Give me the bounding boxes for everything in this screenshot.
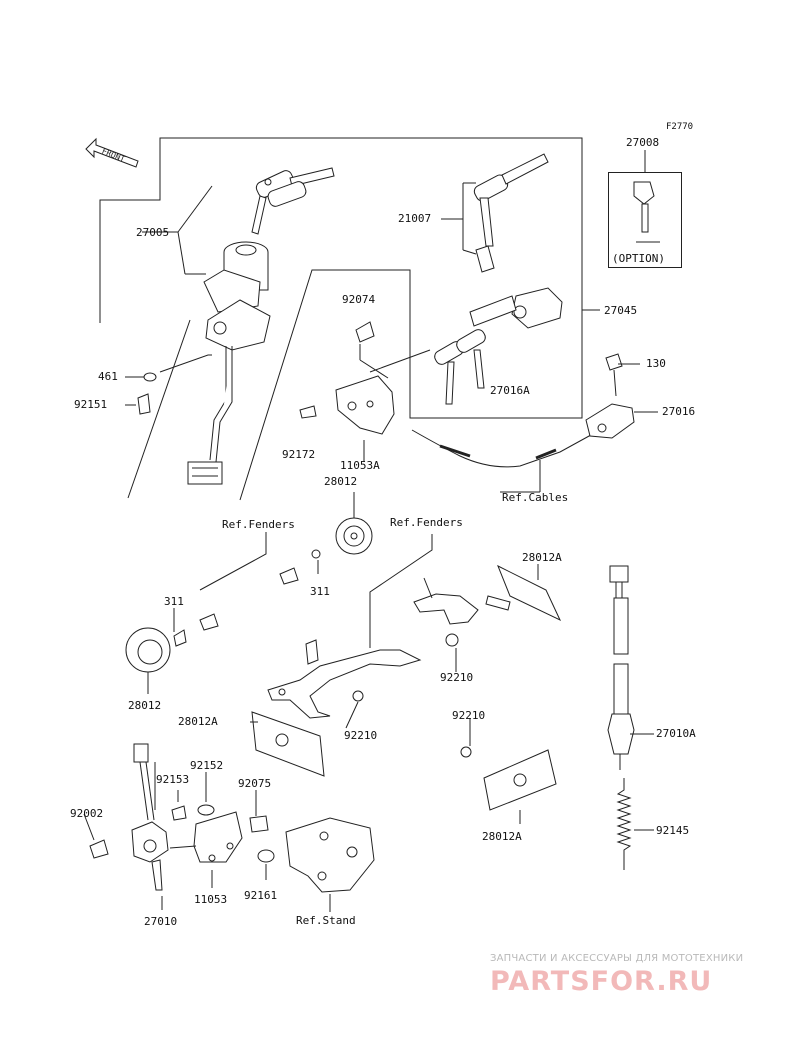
set-frame-line xyxy=(99,137,583,501)
rect-reflector-mid-drawing xyxy=(251,711,325,777)
part-label-27016a: 27016A xyxy=(490,384,530,397)
option-key-box xyxy=(608,172,682,268)
part-label-27010a: 27010A xyxy=(656,727,696,740)
part-label-92210-a: 92210 xyxy=(440,671,474,684)
part-label-311-a: 311 xyxy=(164,595,184,608)
part-label-28012a-top: 28012A xyxy=(522,551,562,564)
part-label-28012-top: 28012 xyxy=(324,475,358,488)
part-label-11053: 11053 xyxy=(194,893,228,906)
stop-switch-drawing xyxy=(607,565,635,770)
part-label-92145: 92145 xyxy=(656,824,690,837)
part-label-28012a-bot: 28012A xyxy=(482,830,522,843)
part-label-92075: 92075 xyxy=(238,777,272,790)
part-label-21007: 21007 xyxy=(398,212,432,225)
part-label-28012-left: 28012 xyxy=(128,699,162,712)
stand-switch-drawing xyxy=(89,743,375,893)
part-label-ref-stand: Ref.Stand xyxy=(296,914,356,927)
part-label-461: 461 xyxy=(98,370,118,383)
front-label: FRONT xyxy=(100,146,126,163)
set-frame-left-diag xyxy=(127,319,191,499)
part-label-92152: 92152 xyxy=(190,759,224,772)
part-label-ref-fenders-2: Ref.Fenders xyxy=(390,516,463,529)
watermark-tagline: ЗАПЧАСТИ И АКСЕССУАРЫ ДЛЯ МОТОТЕХНИКИ xyxy=(490,953,744,964)
part-label-92002: 92002 xyxy=(70,807,104,820)
part-label-11053a: 11053A xyxy=(340,459,380,472)
part-label-92151: 92151 xyxy=(74,398,108,411)
round-reflector-left-drawing xyxy=(125,613,219,673)
part-label-27008: 27008 xyxy=(626,136,660,149)
ignition-keys-drawing xyxy=(251,167,335,235)
part-label-92161: 92161 xyxy=(244,889,278,902)
part-label-27010: 27010 xyxy=(144,915,178,928)
option-label: (OPTION) xyxy=(612,252,665,265)
part-label-27045: 27045 xyxy=(604,304,638,317)
key-21007-drawing xyxy=(473,153,549,273)
option-key-drawing xyxy=(633,181,660,243)
part-label-ref-cables: Ref.Cables xyxy=(502,491,569,504)
bracket-11053a-drawing xyxy=(299,321,395,435)
seat-cable-drawing xyxy=(411,429,601,468)
round-reflector-top-drawing xyxy=(279,517,373,585)
seat-lock-drawing xyxy=(434,287,563,405)
figure-code: F2770 xyxy=(666,122,694,132)
front-direction-arrow-icon: FRONT xyxy=(85,137,139,168)
rect-reflector-top-drawing xyxy=(413,564,562,647)
part-label-130: 130 xyxy=(646,357,666,370)
seat-latch-drawing xyxy=(585,353,635,439)
fender-bracket-drawing xyxy=(267,639,422,719)
part-label-27005: 27005 xyxy=(136,226,170,239)
part-label-311-b: 311 xyxy=(310,585,330,598)
part-label-92210-c: 92210 xyxy=(344,729,378,742)
watermark-logo: PARTSFOR.RU xyxy=(490,966,713,997)
rect-reflector-bot-drawing xyxy=(460,746,557,811)
spring-drawing xyxy=(616,778,632,870)
part-label-92172: 92172 xyxy=(282,448,316,461)
part-label-28012a-mid: 28012A xyxy=(178,715,218,728)
part-label-92074: 92074 xyxy=(342,293,376,306)
part-label-ref-fenders-1: Ref.Fenders xyxy=(222,518,295,531)
ignition-switch-drawing xyxy=(187,241,271,485)
part-label-92153: 92153 xyxy=(156,773,190,786)
part-label-27016: 27016 xyxy=(662,405,696,418)
part-label-92210-b: 92210 xyxy=(452,709,486,722)
